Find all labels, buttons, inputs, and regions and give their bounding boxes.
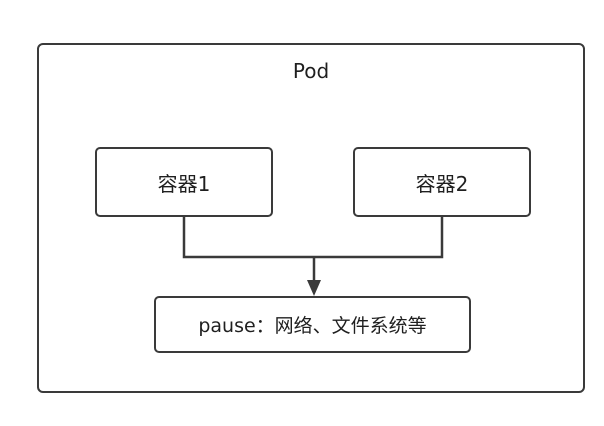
container-2-box: 容器2 xyxy=(353,147,531,217)
arrow-head-icon xyxy=(307,280,321,296)
pause-box: pause：网络、文件系统等 xyxy=(154,296,471,353)
container-1-label: 容器1 xyxy=(157,171,211,196)
connector-container2 xyxy=(314,217,444,259)
connector-container1 xyxy=(182,217,314,259)
pause-label: pause：网络、文件系统等 xyxy=(198,315,427,337)
pod-title: Pod xyxy=(292,59,330,83)
container-1-box: 容器1 xyxy=(95,147,273,217)
container-2-label: 容器2 xyxy=(415,171,469,196)
